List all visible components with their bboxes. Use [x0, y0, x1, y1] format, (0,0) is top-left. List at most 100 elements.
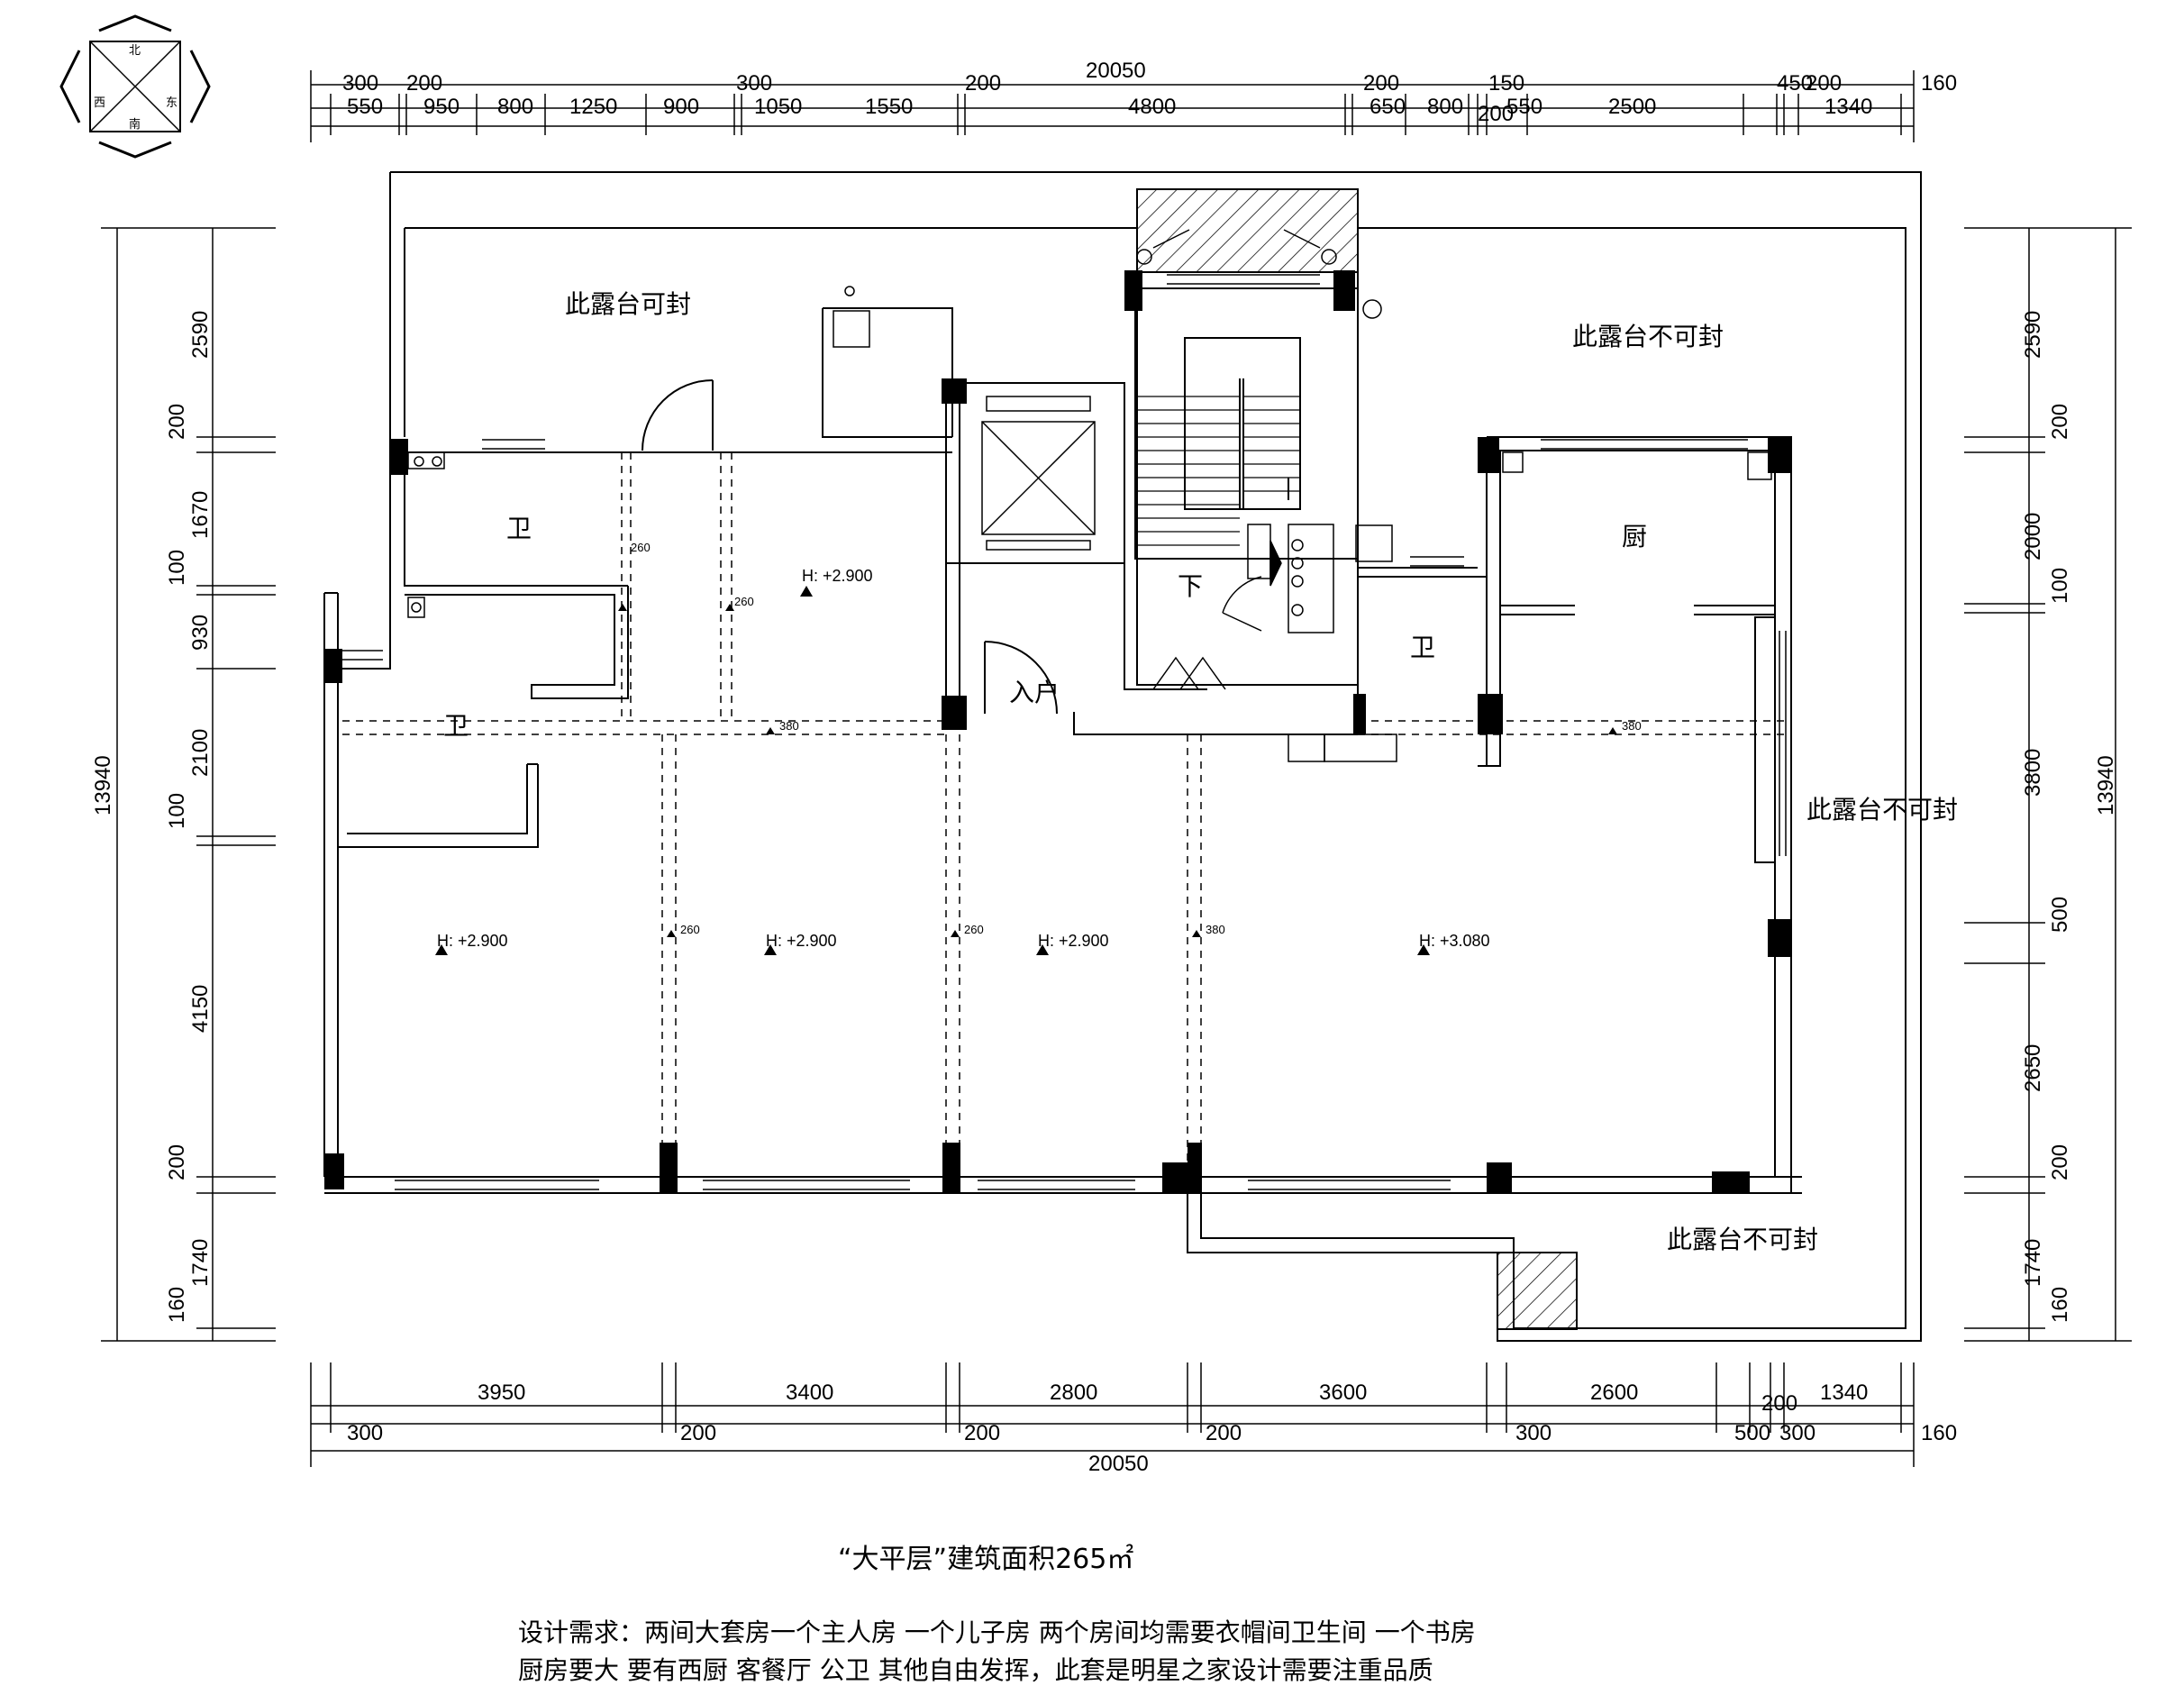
top-dim-1050: 1050 — [754, 95, 802, 119]
top-dim-200b: 200 — [965, 71, 1001, 96]
plumbing-fixtures — [407, 229, 1772, 762]
left-dim-1670: 1670 — [188, 491, 213, 539]
top-dim-150: 150 — [1488, 71, 1524, 96]
top-dim-4800: 4800 — [1128, 95, 1176, 119]
structural-columns — [324, 270, 1791, 1193]
right-dim-100: 100 — [2048, 568, 2072, 604]
right-dim-3800: 3800 — [2021, 749, 2045, 797]
elevator-symbol — [981, 396, 1096, 551]
kitchen-label: 厨 — [1622, 522, 1647, 551]
top-dim-1550: 1550 — [865, 95, 913, 119]
height-label-5: H: +3.080 — [1419, 932, 1490, 950]
left-dim-200b: 200 — [165, 1144, 189, 1180]
left-dim-930: 930 — [188, 615, 213, 651]
top-dim-450: 450 — [1777, 71, 1813, 96]
beam-label-2: 260 — [734, 595, 754, 608]
windows — [342, 274, 1787, 1190]
bottom-dim-3600: 3600 — [1319, 1381, 1367, 1405]
beam-lines — [342, 452, 1784, 1177]
left-dim-100a: 100 — [165, 550, 189, 586]
right-dim-500: 500 — [2048, 897, 2072, 933]
bath-label-1: 卫 — [506, 514, 532, 543]
height-marker-triangles — [435, 586, 1617, 955]
top-dim-2500: 2500 — [1608, 95, 1656, 119]
top-dim-900: 900 — [663, 95, 699, 119]
height-label-3: H: +2.900 — [766, 932, 837, 950]
bottom-dim-1340: 1340 — [1820, 1381, 1868, 1405]
beam-label-3: 380 — [779, 719, 799, 733]
top-dim-650: 650 — [1370, 95, 1406, 119]
beam-label-5: 260 — [680, 923, 700, 936]
compass-rose: 北 东 南 西 — [59, 14, 211, 159]
top-dim-800b: 800 — [1427, 95, 1463, 119]
stair-treads — [1137, 396, 1300, 546]
bath-label-3: 卫 — [1410, 633, 1435, 662]
design-requirement-line-1: 设计需求：两间大套房一个主人房 一个儿子房 两个房间均需要衣帽间卫生间 一个书房 — [518, 1617, 1476, 1647]
top-dim-200e: 200 — [1478, 102, 1514, 126]
bath-label-2: 卫 — [443, 711, 469, 741]
right-dimension-lines — [1964, 227, 2132, 1342]
bottom-dim-2800: 2800 — [1050, 1381, 1097, 1405]
compass-west: 西 — [94, 96, 105, 109]
left-dim-1740: 1740 — [188, 1239, 213, 1287]
right-dim-2650: 2650 — [2021, 1044, 2045, 1092]
drawing-title: “大平层”建筑面积265㎡ — [838, 1544, 1134, 1575]
left-dim-2590: 2590 — [188, 311, 213, 359]
right-dim-200b: 200 — [2048, 1144, 2072, 1180]
bottom-dim-300b: 300 — [1515, 1421, 1552, 1445]
left-dim-160: 160 — [165, 1287, 189, 1323]
terrace-open-label-2: 此露台不可封 — [1806, 795, 1958, 825]
bottom-dim-200c: 200 — [964, 1421, 1000, 1445]
compass-south: 南 — [129, 117, 141, 131]
bottom-total-dim: 20050 — [1088, 1452, 1149, 1476]
right-dim-2590: 2590 — [2021, 311, 2045, 359]
bottom-dim-2600: 2600 — [1590, 1381, 1638, 1405]
bottom-dim-300a: 300 — [347, 1421, 383, 1445]
right-dim-200a: 200 — [2048, 404, 2072, 440]
beam-label-4: 380 — [1622, 719, 1642, 733]
left-dim-4150: 4150 — [188, 985, 213, 1033]
terrace-open-label-1: 此露台不可封 — [1572, 322, 1724, 351]
height-label-1: H: +2.900 — [802, 567, 873, 585]
right-dim-1740: 1740 — [2021, 1239, 2045, 1287]
terrace-closable-label: 此露台可封 — [565, 289, 691, 319]
bottom-dim-160: 160 — [1921, 1421, 1957, 1445]
bottom-dim-200b: 200 — [680, 1421, 716, 1445]
top-dim-550a: 550 — [347, 95, 383, 119]
beam-label-1: 260 — [631, 541, 651, 554]
top-dim-550b: 550 — [1506, 95, 1542, 119]
right-dim-160: 160 — [2048, 1287, 2072, 1323]
height-label-4: H: +2.900 — [1038, 932, 1109, 950]
bottom-dimension-lines — [310, 1362, 1915, 1467]
bottom-dim-200a: 200 — [1761, 1391, 1797, 1416]
beam-label-6: 260 — [964, 923, 984, 936]
compass-north: 北 — [129, 43, 141, 57]
top-dimension-lines — [310, 70, 1915, 142]
top-dim-200a: 200 — [406, 71, 442, 96]
stair-down-label: 下 — [1178, 571, 1203, 601]
top-total-dim: 20050 — [1086, 59, 1146, 83]
bottom-dim-300c: 300 — [1779, 1421, 1815, 1445]
top-dim-300a: 300 — [342, 71, 378, 96]
top-dim-300b: 300 — [736, 71, 772, 96]
bottom-dim-3950: 3950 — [478, 1381, 525, 1405]
left-dimension-lines — [101, 227, 276, 1342]
top-dim-200d: 200 — [1806, 71, 1842, 96]
right-total-dim: 13940 — [2094, 755, 2118, 816]
top-dim-160: 160 — [1921, 71, 1957, 96]
top-dim-1250: 1250 — [569, 95, 617, 119]
compass-east: 东 — [166, 96, 177, 109]
top-dim-200c: 200 — [1363, 71, 1399, 96]
entry-label: 入户 — [1009, 678, 1060, 707]
top-dim-1340: 1340 — [1825, 95, 1872, 119]
top-dim-800a: 800 — [497, 95, 533, 119]
height-label-2: H: +2.900 — [437, 932, 508, 950]
top-dim-950: 950 — [423, 95, 460, 119]
left-dim-2100: 2100 — [188, 729, 213, 777]
bottom-dim-3400: 3400 — [786, 1381, 833, 1405]
bottom-dim-500: 500 — [1734, 1421, 1770, 1445]
bottom-dim-200d: 200 — [1206, 1421, 1242, 1445]
terrace-open-label-3: 此露台不可封 — [1667, 1225, 1818, 1254]
right-dim-2000: 2000 — [2021, 513, 2045, 560]
